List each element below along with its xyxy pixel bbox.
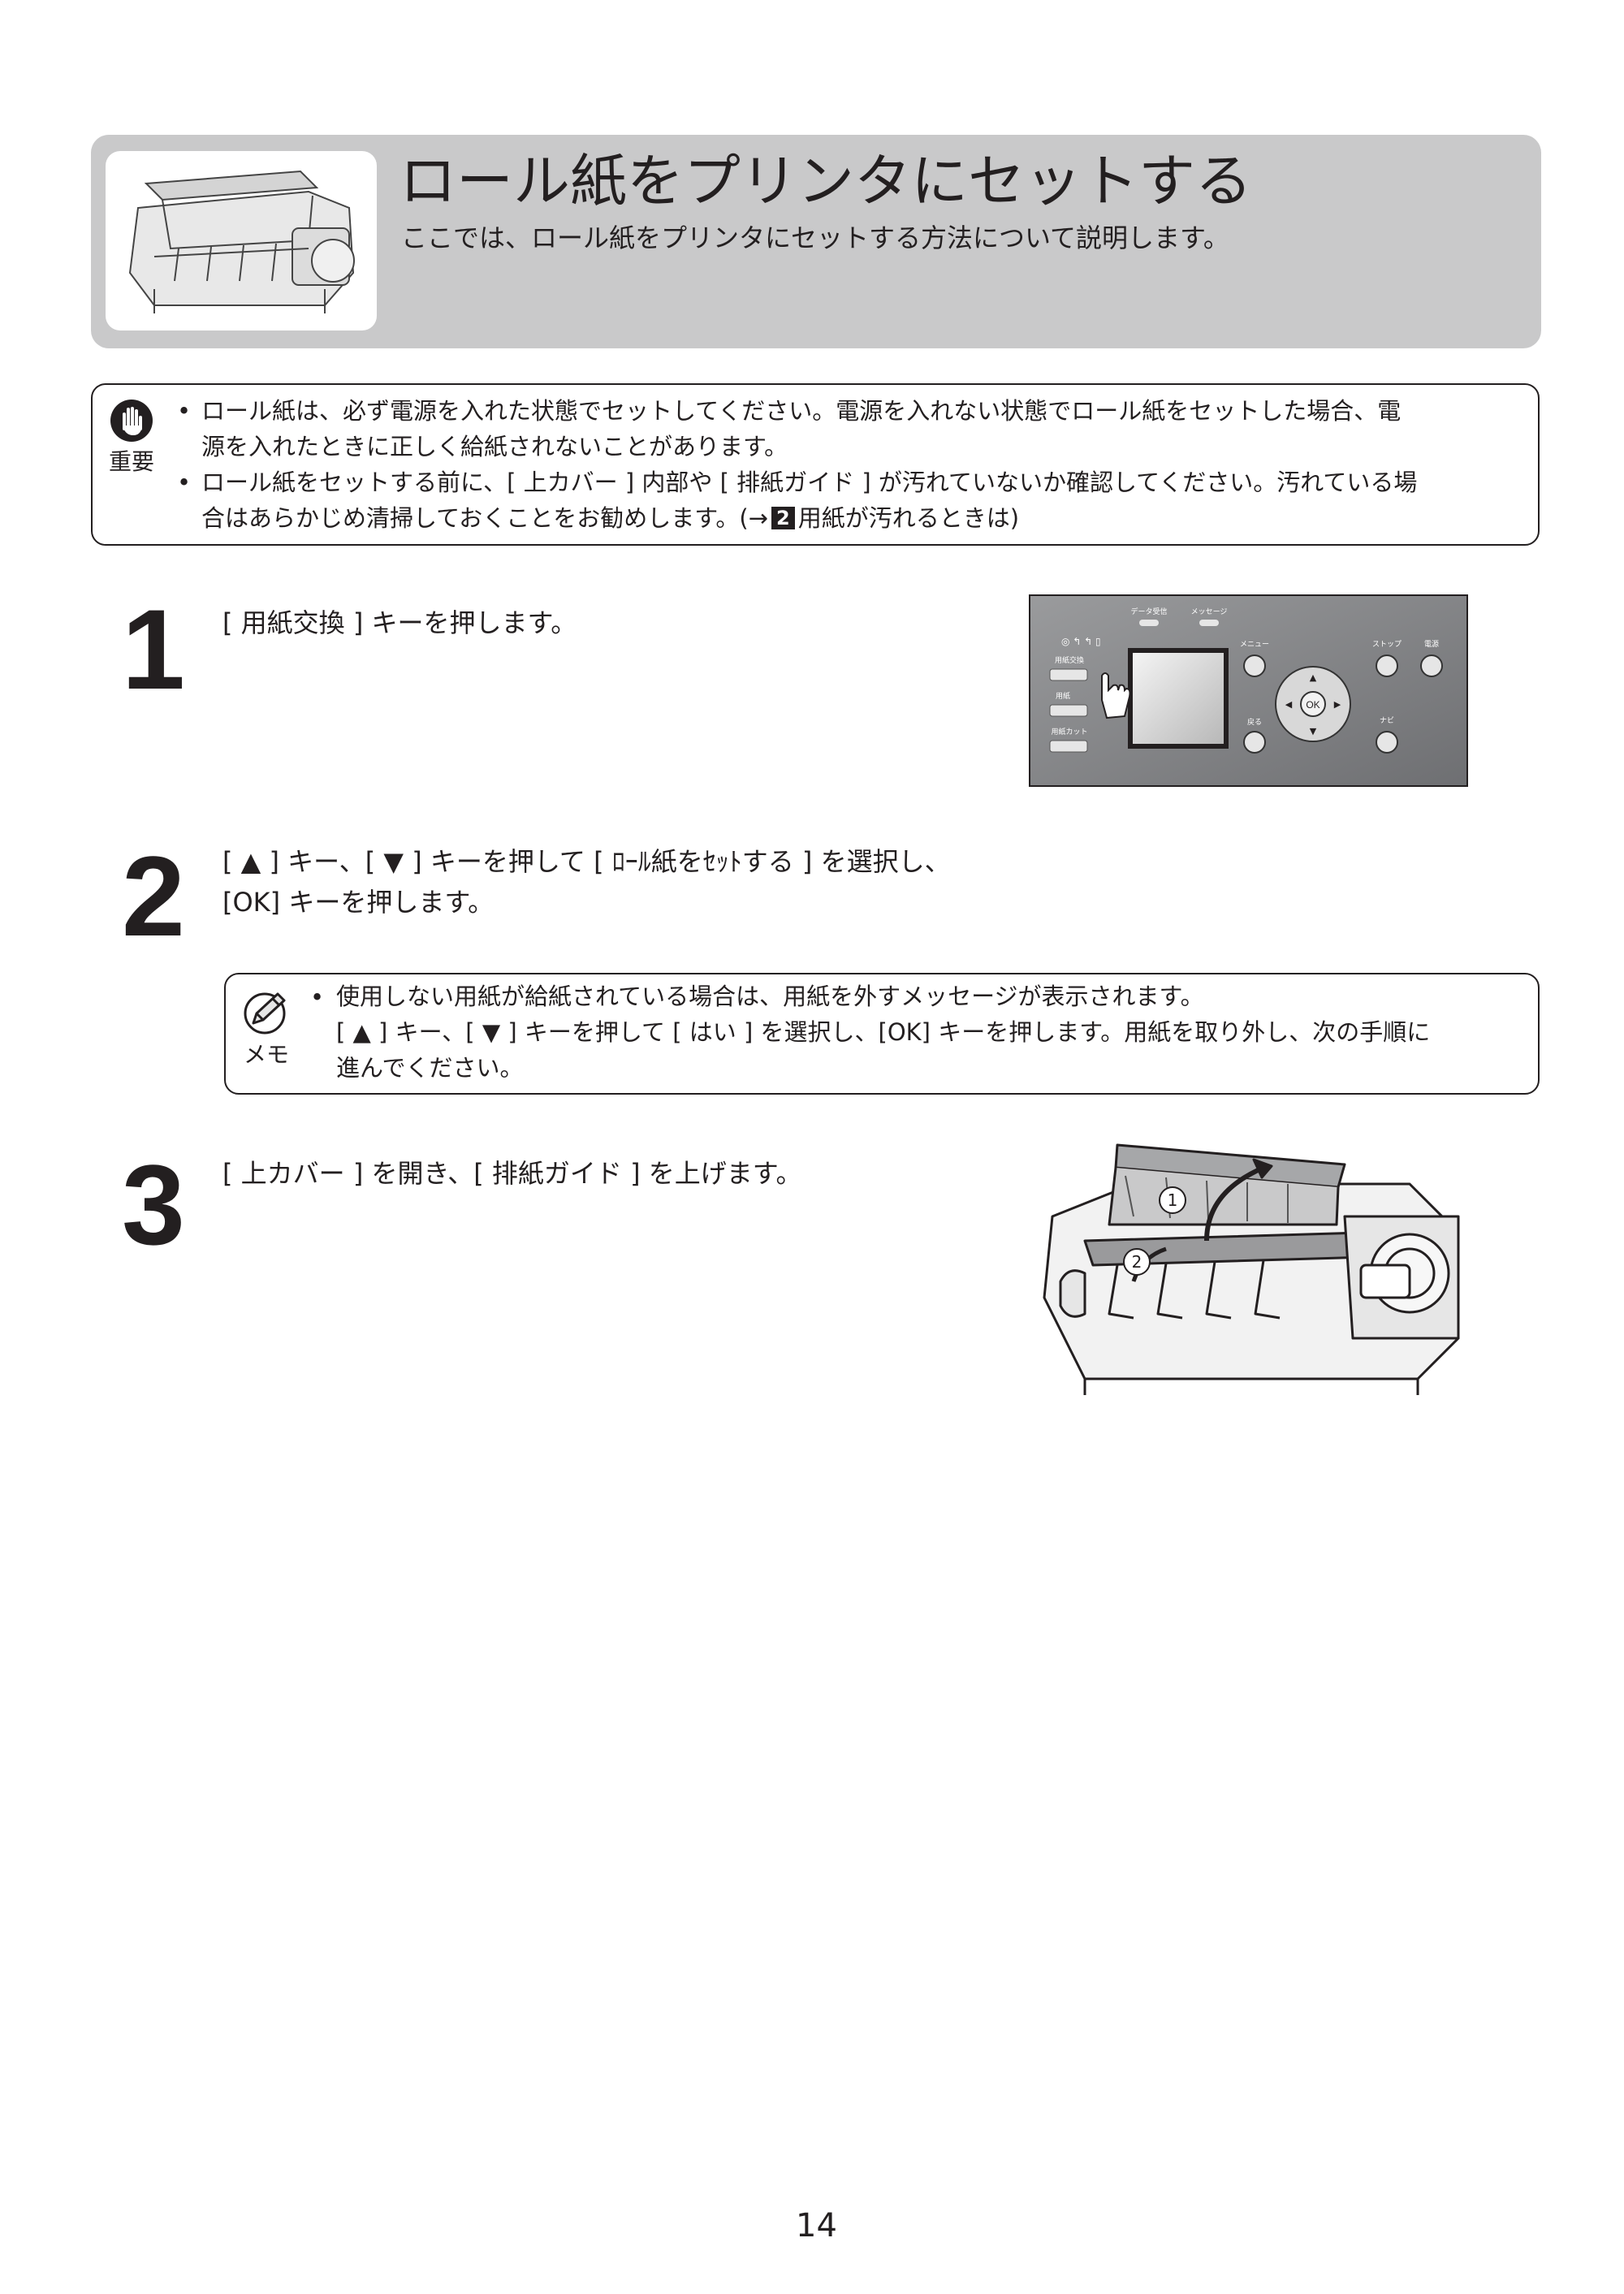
step-2-line-1: [ ▲ ] キー、[ ▼ ] キーを押して [ ﾛｰﾙ紙をｾｯﾄする ] を選択… — [222, 846, 951, 877]
stop-hand-icon — [107, 396, 156, 445]
message-label: メッセージ — [1191, 607, 1228, 616]
step-2-number: 2 — [122, 832, 185, 960]
data-receive-label: データ受信 — [1130, 607, 1167, 616]
back-label: 戻る — [1247, 717, 1262, 727]
step-1-text: [ 用紙交換 ] キーを押します。 — [222, 607, 577, 638]
step-1-number: 1 — [122, 585, 185, 713]
memo-label: メモ — [244, 1041, 290, 1068]
important-label: 重要 — [109, 448, 155, 475]
pencil-memo-icon — [242, 987, 291, 1036]
important-bullet-1-line-1: ロール紙は、必ず電源を入れた状態でセットしてください。電源を入れない状態でロール… — [201, 397, 1402, 425]
svg-text:▼: ▼ — [1310, 726, 1317, 737]
control-panel-illustration: データ受信 メッセージ ◎ ↰ ↰ ▯ 用紙交換 用紙 用紙カット メニュー 戻… — [1029, 594, 1468, 787]
memo-line-3: 進んでください。 — [336, 1054, 524, 1082]
svg-text:▲: ▲ — [1310, 672, 1317, 683]
power-label: 電源 — [1424, 640, 1439, 649]
important-bullet-2-line-2-prefix: 合はあらかじめ清掃しておくことをお勧めします。(→ — [201, 504, 768, 532]
important-bullet-2-line-1: ロール紙をセットする前に、[ 上カバー ] 内部や [ 排紙ガイド ] が汚れて… — [201, 469, 1418, 496]
page-number: 14 — [796, 2207, 837, 2244]
reference-number-badge: 2 — [771, 507, 795, 529]
callout-1: 1 — [1168, 1190, 1178, 1210]
svg-text:◎ ↰ ↰ ▯: ◎ ↰ ↰ ▯ — [1061, 636, 1101, 647]
memo-line-1: 使用しない用紙が給紙されている場合は、用紙を外すメッセージが表示されます。 — [336, 983, 1204, 1010]
paper-cut-label: 用紙カット — [1051, 727, 1087, 737]
memo-line-2: [ ▲ ] キー、[ ▼ ] キーを押して [ はい ] を選択し、[OK] キ… — [336, 1018, 1431, 1046]
menu-label: メニュー — [1240, 641, 1269, 649]
svg-text:◀: ◀ — [1285, 699, 1293, 710]
page-title: ロール紙をプリンタにセットする — [400, 148, 1252, 214]
navi-label: ナビ — [1380, 716, 1394, 725]
printer-thumbnail — [106, 151, 377, 330]
memo-box — [224, 973, 1540, 1095]
callout-2: 2 — [1132, 1252, 1142, 1272]
bullet-marker: • — [177, 469, 192, 496]
ok-key-label: OK — [1306, 699, 1320, 711]
paper-change-label: 用紙交換 — [1055, 655, 1084, 665]
step-3-number: 3 — [122, 1141, 185, 1268]
svg-text:▶: ▶ — [1334, 699, 1341, 710]
printer-thumbnail-illustration — [128, 170, 355, 313]
important-bullet-1-line-2: 源を入れたときに正しく給紙されないことがあります。 — [201, 433, 788, 460]
reference-link[interactable]: 用紙が汚れるときは) — [797, 504, 1020, 532]
bullet-marker: • — [177, 397, 192, 425]
printer-open-cover-illustration: 1 2 — [1036, 1135, 1475, 1395]
important-notice-box — [91, 383, 1540, 546]
paper-select-label: 用紙 — [1056, 691, 1070, 701]
step-2-line-2: [OK] キーを押します。 — [222, 887, 495, 918]
page-subtitle: ここでは、ロール紙をプリンタにセットする方法について説明します。 — [401, 222, 1229, 253]
bullet-marker: • — [310, 983, 325, 1011]
stop-label: ストップ — [1372, 640, 1402, 649]
step-3-text: [ 上カバー ] を開き、[ 排紙ガイド ] を上げます。 — [222, 1158, 802, 1189]
